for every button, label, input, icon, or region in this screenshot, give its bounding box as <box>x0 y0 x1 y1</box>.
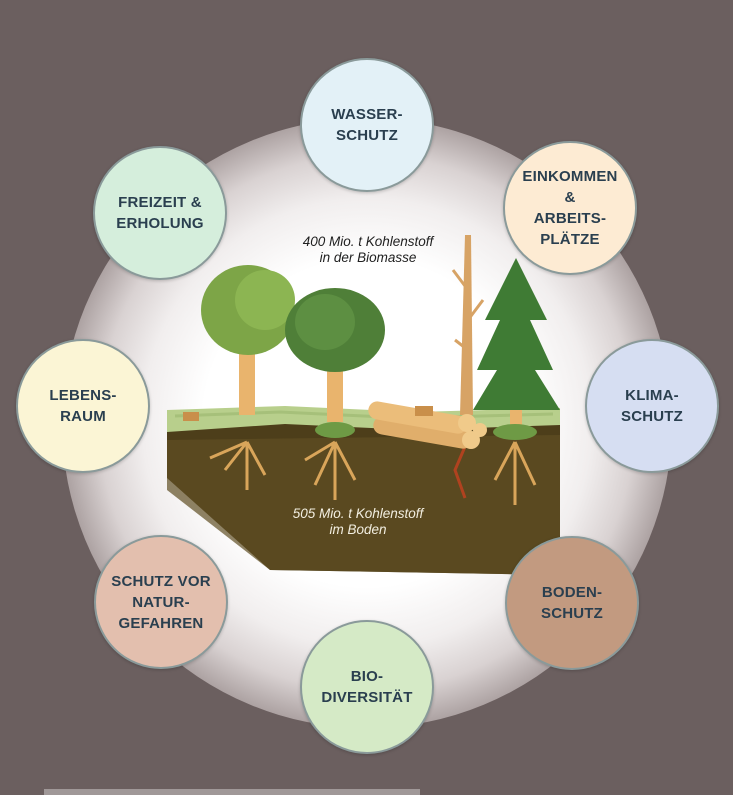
circle-freizeit-erholung: FREIZEIT & ERHOLUNG <box>93 146 227 280</box>
circle-wasserschutz: WASSER- SCHUTZ <box>300 58 434 192</box>
roots <box>209 440 537 505</box>
bottom-scrollbar <box>44 789 420 795</box>
circle-biodiversitaet: BIO- DIVERSITÄT <box>300 620 434 754</box>
tree-spruce <box>473 258 560 410</box>
log-pile <box>368 401 487 449</box>
circle-einkommen-arbeitsplaetze: EINKOMMEN & ARBEITS- PLÄTZE <box>503 141 637 275</box>
circle-klimaschutz: KLIMA- SCHUTZ <box>585 339 719 473</box>
circle-lebensraum: LEBENS- RAUM <box>16 339 150 473</box>
biomass-carbon-label: 400 Mio. t Kohlenstoff in der Biomasse <box>302 234 434 265</box>
circle-bodenschutz: BODEN- SCHUTZ <box>505 536 639 670</box>
dead-tree <box>460 235 473 415</box>
soil-carbon-label: 505 Mio. t Kohlenstoff im Boden <box>292 506 424 537</box>
circle-schutz-vor-naturgefahren: SCHUTZ VOR NATUR- GEFAHREN <box>94 535 228 669</box>
forest-illustration <box>167 235 560 575</box>
